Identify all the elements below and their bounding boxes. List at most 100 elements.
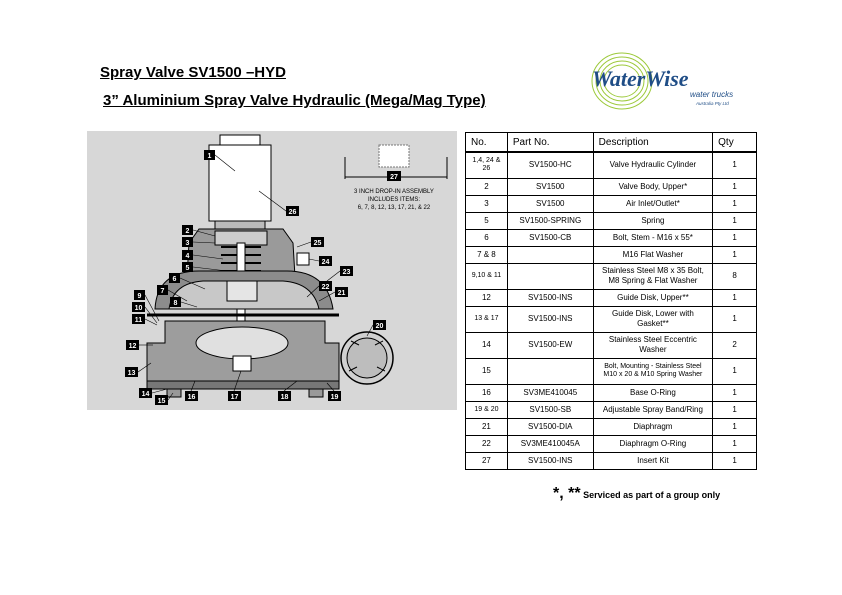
svg-text:10: 10: [135, 305, 143, 312]
cell-qty: 1: [712, 400, 757, 419]
callout-4: 4: [182, 250, 193, 260]
svg-text:25: 25: [314, 240, 322, 247]
cell-part: SV1500-DIA: [506, 417, 594, 436]
hydraulic-cylinder: [208, 144, 272, 222]
callout-21: 21: [335, 287, 348, 297]
cell-no: 12: [465, 288, 508, 307]
logo-swirl: [591, 52, 653, 110]
callout-11: 11: [132, 314, 145, 324]
cell-desc: Guide Disk, Upper**: [592, 288, 714, 307]
cell-qty: 1: [712, 211, 757, 230]
logo-brand: WaterWise: [592, 66, 689, 91]
table-row: 16 SV3ME410045 Base O-Ring 1: [465, 383, 757, 402]
svg-text:24: 24: [322, 259, 330, 266]
svg-text:13: 13: [128, 370, 136, 377]
footnote-text: Serviced as part of a group only: [583, 490, 721, 500]
cell-qty: 1: [712, 177, 757, 196]
cell-qty: 1: [712, 151, 757, 179]
cell-part: SV1500-EW: [506, 331, 594, 359]
waterwise-logo: WaterWise water trucks Australia Pty Ltd: [591, 52, 733, 110]
cell-qty: 2: [712, 331, 757, 359]
cell-no: 6: [465, 228, 508, 247]
callout-8: 8: [170, 297, 181, 307]
callout-16: 16: [185, 391, 198, 401]
table-row: 21 SV1500-DIA Diaphragm 1: [465, 417, 757, 436]
inset-note-line3: 6, 7, 8, 12, 13, 17, 21, & 22: [358, 205, 431, 211]
callout-19: 19: [328, 391, 341, 401]
header-description: Description: [592, 132, 714, 153]
cell-part: [506, 357, 594, 385]
svg-text:11: 11: [135, 317, 143, 324]
cell-part: [506, 245, 594, 264]
svg-text:21: 21: [338, 290, 346, 297]
table-row: 15 Bolt, Mounting - Stainless Steel M10 …: [465, 357, 757, 385]
cell-desc: Guide Disk, Lower with Gasket**: [592, 305, 714, 333]
svg-text:3: 3: [186, 240, 190, 247]
callout-26: 26: [286, 206, 299, 216]
cell-no: 19 & 20: [465, 400, 508, 419]
cell-desc: Valve Body, Upper*: [592, 177, 714, 196]
callout-10: 10: [132, 302, 145, 312]
table-row: 12 SV1500-INS Guide Disk, Upper** 1: [465, 288, 757, 307]
cell-no: 21: [465, 417, 508, 436]
cell-desc: Air Inlet/Outlet*: [592, 194, 714, 213]
table-row: 22 SV3ME410045A Diaphragm O-Ring 1: [465, 434, 757, 453]
cell-part: SV3ME410045A: [506, 434, 594, 453]
page-subtitle: 3” Aluminium Spray Valve Hydraulic (Mega…: [103, 92, 486, 109]
callout-9: 9: [134, 290, 145, 300]
cell-desc: Stainless Steel Eccentric Washer: [592, 331, 714, 359]
cell-no: 14: [465, 331, 508, 359]
cell-no: 9,10 & 11: [465, 262, 508, 290]
footnote-stars: *, **: [553, 485, 581, 502]
table-row: 7 & 8 M16 Flat Washer 1: [465, 245, 757, 264]
cell-part: SV1500-INS: [506, 451, 594, 470]
svg-text:22: 22: [322, 284, 330, 291]
callout-22: 22: [319, 281, 332, 291]
cell-no: 13 & 17: [465, 305, 508, 333]
svg-text:9: 9: [138, 293, 142, 300]
cell-qty: 1: [712, 434, 757, 453]
svg-text:6: 6: [173, 276, 177, 283]
cell-desc: Diaphragm O-Ring: [592, 434, 714, 453]
svg-text:12: 12: [129, 343, 137, 350]
cell-desc: Bolt, Mounting - Stainless Steel M10 x 2…: [592, 357, 714, 385]
table-row: 9,10 & 11 Stainless Steel M8 x 35 Bolt, …: [465, 262, 757, 290]
svg-text:4: 4: [186, 253, 190, 260]
callout-25: 25: [311, 237, 324, 247]
table-row: 6 SV1500-CB Bolt, Stem - M16 x 55* 1: [465, 228, 757, 247]
cell-desc: Diaphragm: [592, 417, 714, 436]
cell-desc: Bolt, Stem - M16 x 55*: [592, 228, 714, 247]
callout-17: 17: [228, 391, 241, 401]
table-row: 1,4, 24 & 26 SV1500-HC Valve Hydraulic C…: [465, 151, 757, 179]
cell-qty: 1: [712, 417, 757, 436]
svg-text:23: 23: [343, 269, 351, 276]
svg-text:1: 1: [208, 153, 212, 160]
inset-callout-27: 27: [390, 174, 398, 181]
cell-no: 3: [465, 194, 508, 213]
page-title: Spray Valve SV1500 –HYD: [100, 64, 286, 81]
inset-note-line1: 3 INCH DROP-IN ASSEMBLY: [354, 189, 434, 195]
svg-text:20: 20: [376, 323, 384, 330]
callout-14: 14: [139, 388, 152, 398]
cell-no: 1,4, 24 & 26: [465, 151, 508, 179]
callout-15: 15: [155, 395, 168, 405]
table-row: 5 SV1500-SPRING Spring 1: [465, 211, 757, 230]
cell-qty: 1: [712, 228, 757, 247]
cell-no: 2: [465, 177, 508, 196]
callout-7: 7: [157, 285, 168, 295]
parts-table: No. Part No. Description Qty 1,4, 24 & 2…: [465, 132, 757, 470]
cell-desc: Stainless Steel M8 x 35 Bolt, M8 Spring …: [592, 262, 714, 290]
svg-text:2: 2: [186, 228, 190, 235]
callout-23: 23: [340, 266, 353, 276]
cell-desc: Base O-Ring: [592, 383, 714, 402]
cell-part: SV1500-SB: [506, 400, 594, 419]
callout-12: 12: [126, 340, 139, 350]
cell-desc: Insert Kit: [592, 451, 714, 470]
cell-part: SV1500: [506, 177, 594, 196]
callout-2: 2: [182, 225, 193, 235]
svg-text:16: 16: [188, 394, 196, 401]
table-row: 13 & 17 SV1500-INS Guide Disk, Lower wit…: [465, 305, 757, 333]
cell-qty: 1: [712, 194, 757, 213]
inset-note-line2: INCLUDES ITEMS:: [368, 197, 420, 203]
cell-part: [506, 262, 594, 290]
